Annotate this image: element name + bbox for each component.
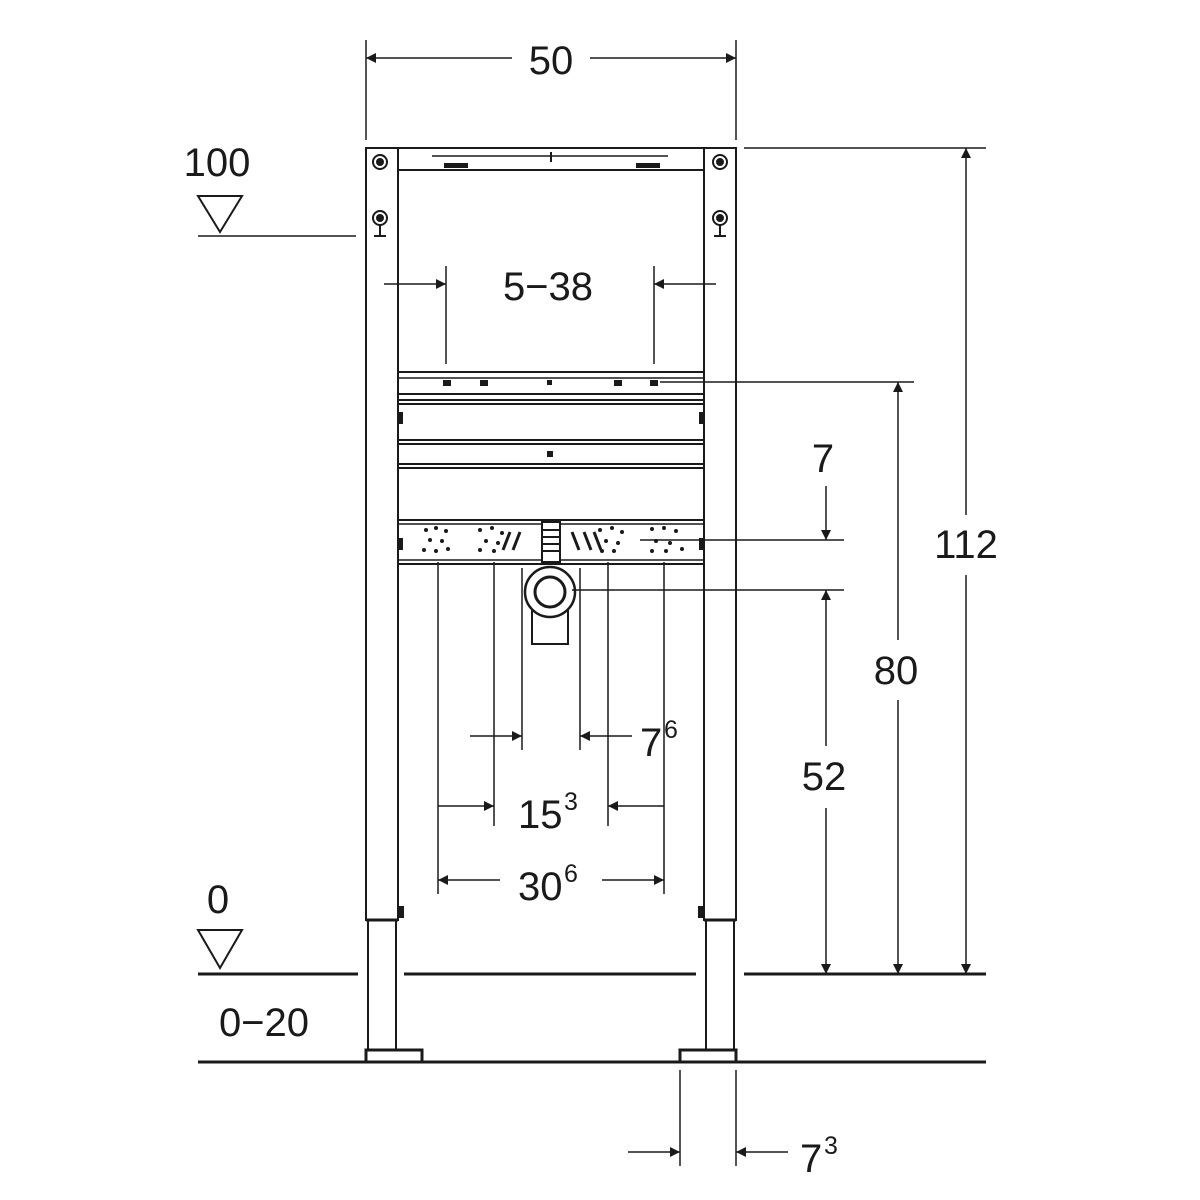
left-base-plate <box>364 1048 424 1064</box>
drain-connector <box>541 521 561 563</box>
dim-adjust-range-label: 5−38 <box>503 265 593 309</box>
dim-offset-7-label: 7 <box>812 437 834 481</box>
right-foot-post <box>705 919 735 1053</box>
dim-spacing-76-main: 7 <box>640 721 662 765</box>
frame <box>364 147 738 1064</box>
left-foot-post <box>367 919 397 1053</box>
dim-height-80-label: 80 <box>874 649 919 693</box>
dim-depth-73-main: 7 <box>800 1137 822 1181</box>
level-triangle-icon <box>196 195 244 234</box>
dim-spacing-76-sup: 6 <box>664 716 678 744</box>
dim-spacing-153-sup: 3 <box>564 788 578 816</box>
level-floor-range-label: 0−20 <box>219 1001 309 1045</box>
dim-spacing-306-main: 30 <box>518 865 563 909</box>
right-base-plate <box>678 1048 738 1064</box>
dim-height-112-label: 112 <box>934 523 998 567</box>
dim-height-52-label: 52 <box>802 755 847 799</box>
dim-spacing-153-main: 15 <box>518 793 563 837</box>
dim-width-label: 50 <box>529 39 574 83</box>
level-top-label: 100 <box>184 141 251 185</box>
dim-depth-73-sup: 3 <box>824 1132 838 1160</box>
waste-outlet <box>523 565 577 645</box>
bolt-icon <box>372 154 388 170</box>
dim-spacing-306-sup: 6 <box>564 860 578 888</box>
bolt-icon <box>712 154 728 170</box>
level-triangle-icon <box>196 929 244 970</box>
right-post <box>703 147 737 921</box>
level-floor-label: 0 <box>207 878 229 922</box>
left-post <box>365 147 399 921</box>
